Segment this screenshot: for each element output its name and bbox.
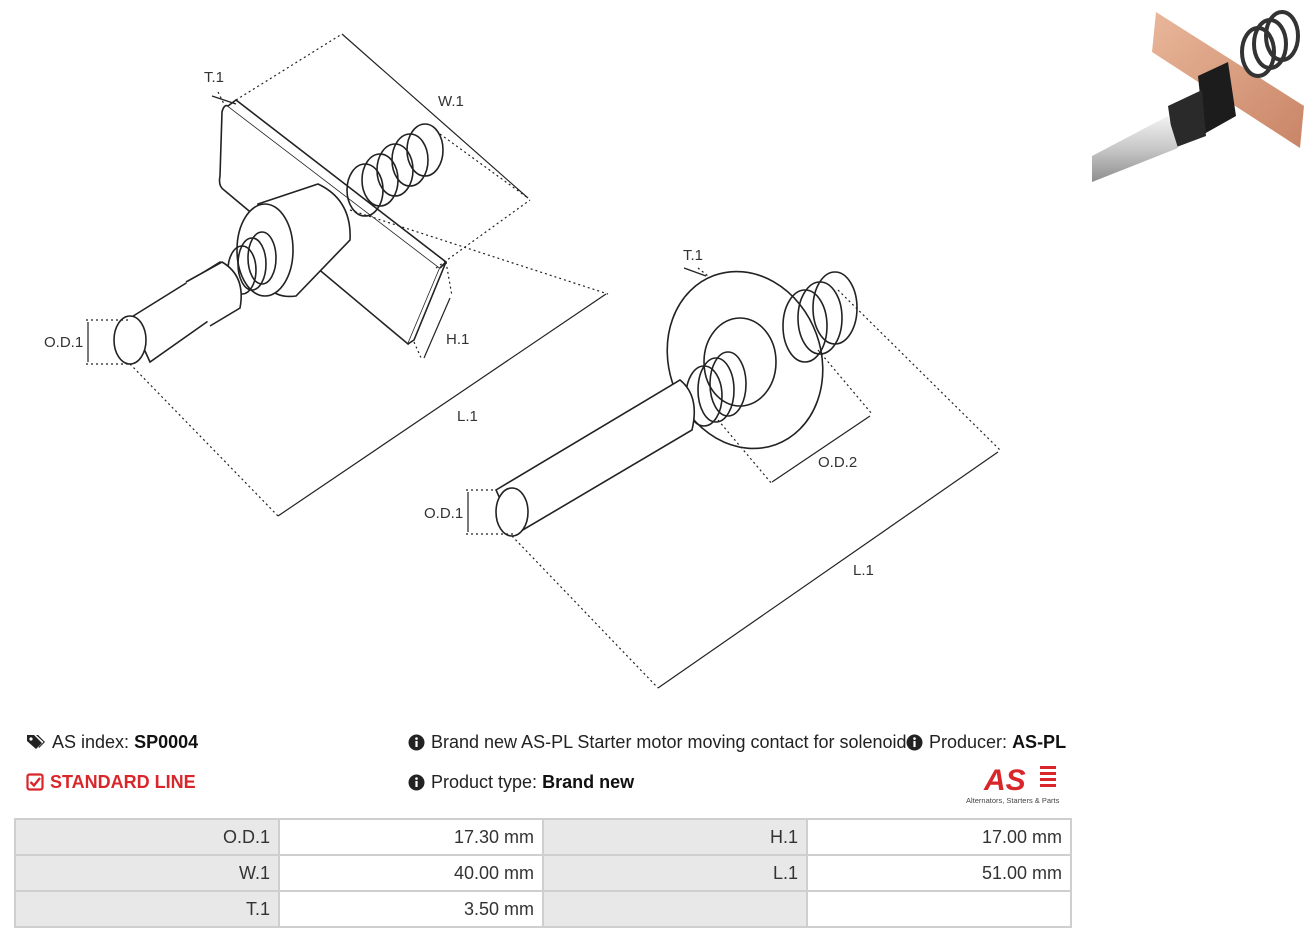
label-l1-right: L.1: [853, 562, 874, 579]
producer: Producer: AS-PL: [906, 732, 1066, 756]
spec-value: [808, 892, 1070, 926]
label-od1-left: O.D.1: [44, 334, 83, 351]
info-icon: [906, 734, 923, 756]
spec-label: T.1: [16, 892, 278, 926]
svg-text:Alternators, Starters & Parts: Alternators, Starters & Parts: [966, 796, 1060, 805]
label-od1-right: O.D.1: [424, 505, 463, 522]
as-index-value: SP0004: [134, 732, 199, 752]
spring-left: [346, 123, 444, 217]
producer-value: AS-PL: [1012, 732, 1067, 752]
check-square-icon: [26, 773, 44, 796]
label-t1-left: T.1: [204, 69, 224, 86]
spec-label: [544, 892, 806, 926]
spec-label: W.1: [16, 856, 278, 890]
label-t1-right: T.1: [683, 247, 703, 264]
label-l1-left: L.1: [457, 408, 478, 425]
spec-label: L.1: [544, 856, 806, 890]
product-type: Product type: Brand new: [408, 772, 634, 796]
spec-value: 51.00 mm: [808, 856, 1070, 890]
spec-value: 40.00 mm: [280, 856, 542, 890]
technical-drawing: T.1 W.1 H.1 O.D.1 L.1 T.1 O.D.1 O.D.2 L.…: [44, 33, 1001, 689]
product-description: Brand new AS-PL Starter motor moving con…: [408, 732, 907, 756]
info-icon: [408, 774, 425, 796]
standard-line-badge: STANDARD LINE: [26, 772, 196, 796]
info-icon: [408, 734, 425, 756]
shaft-right: [494, 379, 696, 536]
svg-text:AS: AS: [983, 764, 1026, 797]
spec-value: 17.00 mm: [808, 820, 1070, 854]
spec-label: H.1: [544, 820, 806, 854]
as-pl-logo: AS Alternators, Starters & Parts: [966, 764, 1060, 805]
spec-label: O.D.1: [16, 820, 278, 854]
tags-icon: [26, 733, 46, 756]
label-od2-right: O.D.2: [818, 454, 857, 471]
product-type-value: Brand new: [542, 772, 635, 792]
product-photo: [1092, 10, 1304, 182]
label-h1-left: H.1: [446, 331, 469, 348]
spec-value: 17.30 mm: [280, 820, 542, 854]
label-w1-left: W.1: [438, 93, 464, 110]
as-index: AS index: SP0004: [26, 732, 198, 756]
spec-value: 3.50 mm: [280, 892, 542, 926]
